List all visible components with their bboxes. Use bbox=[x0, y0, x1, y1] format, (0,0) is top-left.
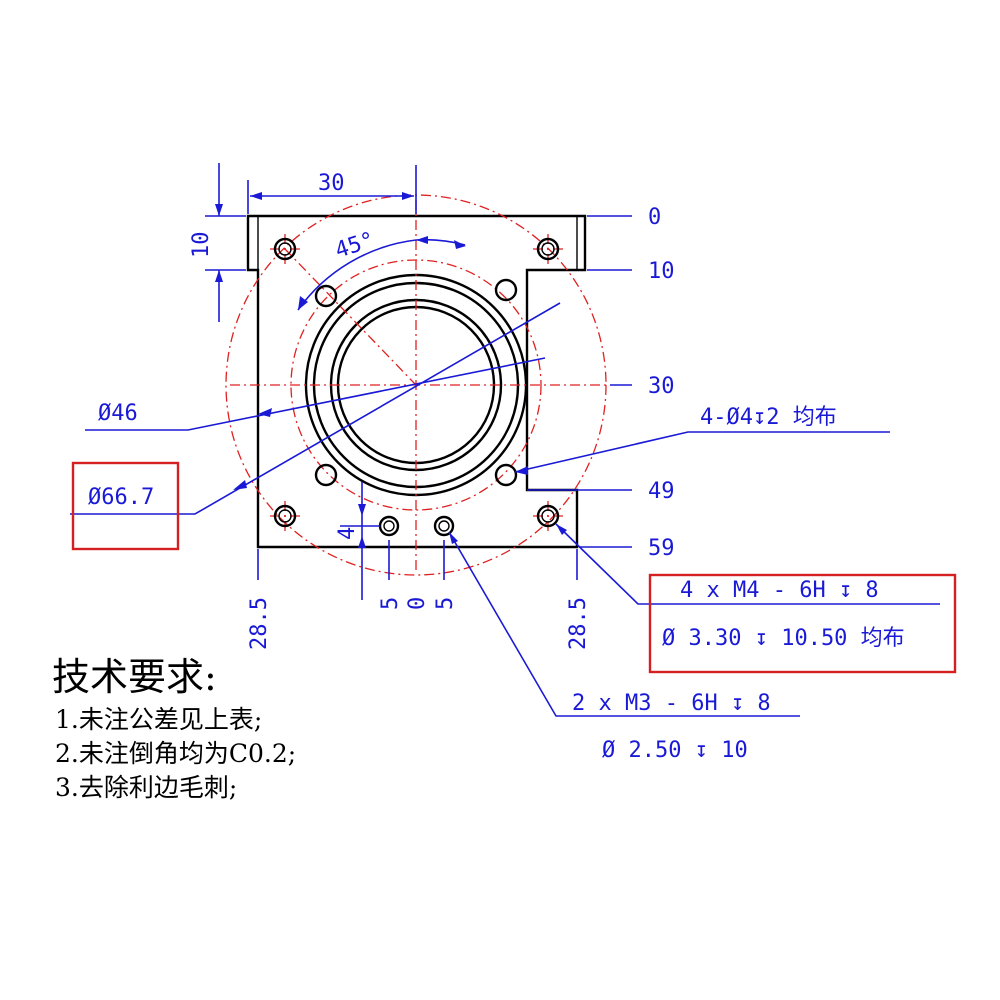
dim-right-10: 10 bbox=[648, 259, 675, 284]
dim-bottom-5b: 5 bbox=[433, 597, 458, 610]
dim-angle: 45° bbox=[332, 228, 378, 264]
notes-item-3: 3.去除利边毛刺; bbox=[55, 773, 237, 802]
callout-dia4-holes: 4-Ø4↧2 均布 bbox=[700, 405, 837, 430]
callout-m4-line2: Ø 3.30 ↧ 10.50 均布 bbox=[662, 626, 905, 651]
dia4-holes bbox=[314, 278, 518, 487]
highlight-box-m4 bbox=[648, 573, 957, 674]
dim-bottom-right: 28.5 bbox=[566, 597, 591, 650]
notes-item-1: 1.未注公差见上表; bbox=[55, 705, 262, 734]
dim-small-4: 4 bbox=[335, 527, 360, 540]
dim-bottom-left: 28.5 bbox=[247, 597, 272, 650]
dim-bottom-5a: 5 bbox=[378, 597, 403, 610]
callout-m3-line1: 2 x M3 - 6H ↧ 8 bbox=[572, 691, 771, 716]
m4-holes bbox=[273, 237, 560, 528]
dim-top-width: 30 bbox=[318, 171, 345, 196]
callout-m3-line2: Ø 2.50 ↧ 10 bbox=[602, 738, 748, 763]
highlight-box-dia667 bbox=[71, 461, 180, 551]
dimension-lines bbox=[70, 163, 940, 717]
dim-left-height: 10 bbox=[189, 232, 214, 259]
dia4-hole-1 bbox=[314, 284, 338, 308]
m4-hole-bottom-right bbox=[536, 504, 560, 528]
notes-item-2: 2.未注倒角均为C0.2; bbox=[55, 739, 296, 768]
dim-right-30: 30 bbox=[648, 374, 675, 399]
dim-right-49: 49 bbox=[648, 479, 675, 504]
dia4-hole-4 bbox=[494, 463, 518, 487]
dim-right-59: 59 bbox=[648, 536, 675, 561]
m3-hole-left bbox=[378, 515, 400, 537]
callout-m4-line1: 4 x M4 - 6H ↧ 8 bbox=[680, 578, 879, 603]
notes-title: 技术要求: bbox=[52, 655, 217, 699]
dia4-hole-3 bbox=[314, 463, 338, 487]
dia4-hole-2 bbox=[494, 278, 518, 302]
m4-hole-top-left bbox=[273, 237, 297, 261]
dim-bottom-0: 0 bbox=[405, 597, 430, 610]
m4-hole-top-right bbox=[536, 237, 560, 261]
dim-right-0: 0 bbox=[648, 205, 661, 230]
dim-dia-46: Ø46 bbox=[98, 401, 138, 426]
m3-hole-right bbox=[433, 515, 455, 537]
dim-dia-667: Ø66.7 bbox=[88, 485, 154, 510]
m4-hole-bottom-left bbox=[273, 504, 297, 528]
